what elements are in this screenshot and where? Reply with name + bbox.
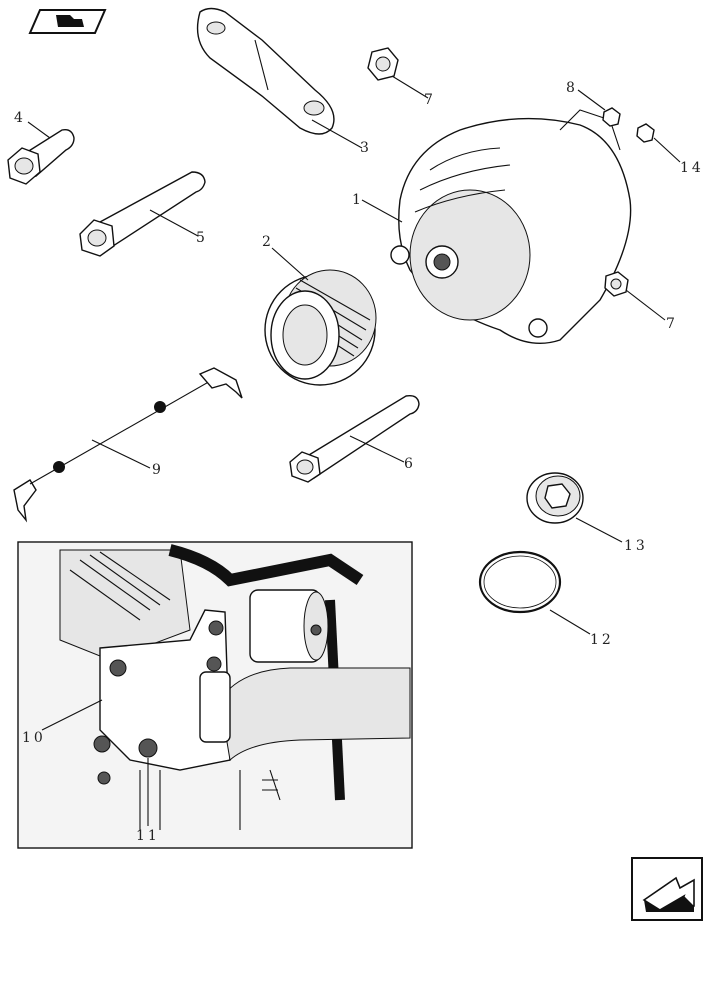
callout-5: 5: [196, 230, 208, 246]
callout-labels: 1 2 3 4 5 6 7 7 8 9 10 11 12 13 14: [14, 80, 704, 844]
callout-3: 3: [360, 140, 372, 156]
callout-1: 1: [352, 192, 364, 208]
nut-part-8: [602, 107, 621, 127]
pulley-part: [264, 269, 377, 386]
book-page-icon[interactable]: [28, 9, 107, 34]
callout-7-top: 7: [424, 92, 436, 108]
callout-13: 13: [624, 538, 648, 554]
bolt-part-4: [7, 128, 75, 185]
alternator-part: [390, 109, 632, 345]
bolt-part-5: [79, 171, 206, 257]
callout-12: 12: [590, 632, 614, 648]
bolt-part-6: [289, 394, 420, 483]
callout-10: 10: [22, 730, 46, 746]
o-ring-part: [478, 550, 562, 614]
callout-4: 4: [14, 110, 26, 126]
leader-lines: [27, 75, 681, 826]
nut-part-right: [604, 271, 629, 297]
nut-part-top: [367, 47, 399, 81]
callout-14: 14: [680, 160, 704, 176]
callout-9: 9: [152, 462, 164, 478]
bracket-part: [196, 7, 335, 135]
plug-part: [526, 472, 584, 524]
callout-8: 8: [566, 80, 578, 96]
installation-photo-inset: [17, 541, 413, 849]
next-page-arrow-icon[interactable]: [631, 857, 703, 921]
callout-6: 6: [404, 456, 416, 472]
callout-2: 2: [262, 234, 274, 250]
nut-part-14: [636, 123, 655, 143]
callout-11: 11: [136, 828, 160, 844]
wire-part: [13, 367, 243, 523]
callout-7-right: 7: [666, 316, 678, 332]
